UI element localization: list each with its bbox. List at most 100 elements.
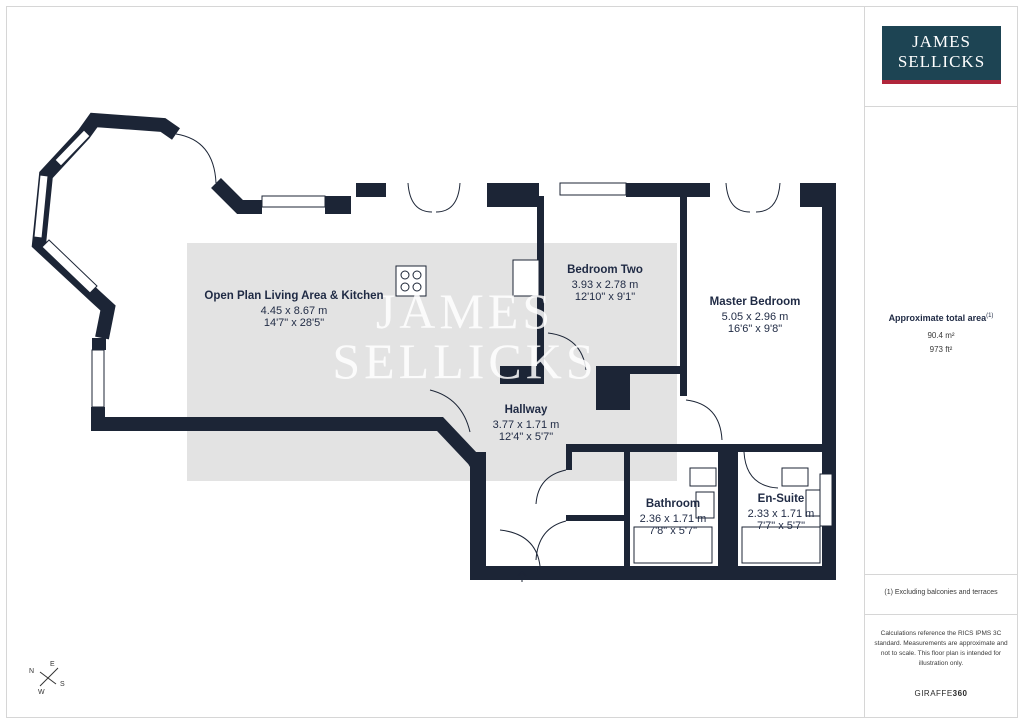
watermark-line2: SELLICKS: [332, 333, 598, 389]
compass-w: W: [38, 689, 45, 696]
wall-cupboard: [566, 452, 572, 470]
room-label-living: Open Plan Living Area & Kitchen 4.45 x 8…: [196, 290, 392, 329]
wall-ens-top: [738, 444, 828, 452]
room-name: Open Plan Living Area & Kitchen: [204, 290, 384, 302]
room-label-en-suite: En-Suite 2.33 x 1.71 m 7'7" x 5'7": [736, 493, 826, 532]
living-wall-top-right: [211, 178, 262, 214]
wall-bed2-left: [537, 196, 544, 366]
wall-master-left: [680, 196, 687, 396]
window: [33, 174, 49, 239]
wall-corner: [500, 366, 544, 384]
door-cupboard: [535, 469, 567, 505]
room-imperial: 12'10" x 9'1": [574, 291, 636, 303]
basin-icon: [781, 467, 809, 487]
watermark-band: [187, 243, 677, 481]
wall-block: [487, 183, 539, 207]
brand-logo: JAMES SELLICKS: [882, 26, 1001, 84]
room-metric: 3.93 x 2.78 m: [571, 279, 639, 291]
area-title-text: Approximate total area: [888, 313, 987, 323]
entrance-arrow: [517, 571, 527, 582]
door-bed2: [547, 332, 587, 371]
wall-bottom: [470, 566, 836, 580]
wall-entrance: [540, 566, 570, 580]
room-imperial: 14'7" x 28'5": [263, 317, 325, 329]
room-name: Master Bedroom: [709, 296, 801, 308]
watermark: JAMES SELLICKS: [300, 286, 630, 386]
room-label-bathroom: Bathroom 2.36 x 1.71 m 7'8" x 5'7": [628, 498, 718, 537]
door-cupboard: [535, 520, 567, 561]
divider: [864, 614, 1018, 615]
living-wall-left: [31, 112, 180, 340]
wall-block: [356, 183, 386, 197]
wc-icon: [695, 491, 715, 519]
room-label-bedroom-two: Bedroom Two 3.93 x 2.78 m 12'10" x 9'1": [555, 264, 655, 303]
floor-plan: [31, 112, 836, 582]
wall-cupboard: [624, 452, 630, 580]
room-metric: 5.05 x 2.96 m: [721, 311, 789, 323]
watermark-line1: JAMES: [375, 283, 555, 339]
wall-block: [626, 183, 710, 197]
sidebar: [864, 6, 1018, 718]
credit-prefix: GIRAFFE: [914, 689, 953, 698]
wall-bed2-bottom: [598, 366, 683, 374]
compass-icon: [39, 667, 59, 687]
window: [559, 182, 627, 196]
room-imperial: 12'4" x 5'7": [498, 431, 554, 443]
wall-corner: [596, 366, 630, 410]
room-metric: 2.36 x 1.71 m: [639, 513, 707, 525]
bath-icon: [633, 526, 713, 564]
door-living: [429, 389, 471, 433]
compass-e: E: [50, 661, 55, 668]
hob-ring: [400, 270, 410, 280]
disclaimer: Calculations reference the RICS IPMS 3C …: [874, 630, 1008, 667]
window: [54, 129, 91, 167]
room-label-master-bedroom: Master Bedroom 5.05 x 2.96 m 16'6" x 9'8…: [700, 296, 810, 335]
area-metric: 90.4 m²: [927, 331, 955, 340]
shower-icon: [741, 526, 821, 564]
brand-line2: SELLICKS: [897, 52, 986, 71]
room-metric: 4.45 x 8.67 m: [260, 305, 328, 317]
footnote: (1) Excluding balconies and terraces: [884, 589, 998, 596]
wall-block: [325, 196, 351, 214]
hob-ring: [400, 282, 410, 292]
compass-s: S: [60, 681, 65, 688]
hob-ring: [412, 270, 422, 280]
divider: [864, 574, 1018, 575]
room-imperial: 7'8" x 5'7": [648, 525, 698, 537]
credit-suffix: 360: [952, 689, 968, 698]
room-label-hallway: Hallway 3.77 x 1.71 m 12'4" x 5'7": [476, 404, 576, 443]
door-ensuite: [743, 451, 779, 489]
window: [41, 239, 98, 294]
wall-bath-mid: [718, 444, 738, 580]
window: [261, 195, 326, 208]
door-entrance: [499, 529, 541, 567]
door-balcony: [175, 133, 217, 184]
window: [91, 349, 105, 408]
wall-left-stub: [92, 338, 106, 350]
wall-entrance: [486, 566, 500, 580]
room-imperial: 7'7" x 5'7": [756, 520, 806, 532]
room-name: En-Suite: [757, 493, 805, 505]
wall-hall-left: [470, 452, 486, 580]
basin-icon: [689, 467, 717, 487]
room-imperial: 16'6" x 9'8": [727, 323, 783, 335]
sink-icon: [512, 259, 540, 297]
room-metric: 3.77 x 1.71 m: [492, 419, 560, 431]
compass-n: N: [29, 668, 35, 675]
wall-bath-top: [566, 444, 738, 452]
divider: [864, 106, 1018, 107]
wall-cupboard: [566, 515, 630, 521]
area-title-sup: (1): [986, 313, 994, 319]
door-french: [725, 182, 781, 213]
brand-line1: JAMES: [912, 32, 971, 51]
room-name: Bathroom: [645, 498, 701, 510]
area-title: Approximate total area(1): [864, 313, 1018, 323]
area-imperial: 973 ft²: [929, 345, 953, 354]
room-name: Hallway: [504, 404, 548, 416]
door-master: [685, 399, 723, 441]
hob-ring: [412, 282, 422, 292]
page-frame: [6, 6, 1018, 718]
room-name: Bedroom Two: [567, 264, 643, 276]
door-french: [407, 182, 461, 213]
radiator-icon: [819, 473, 833, 527]
